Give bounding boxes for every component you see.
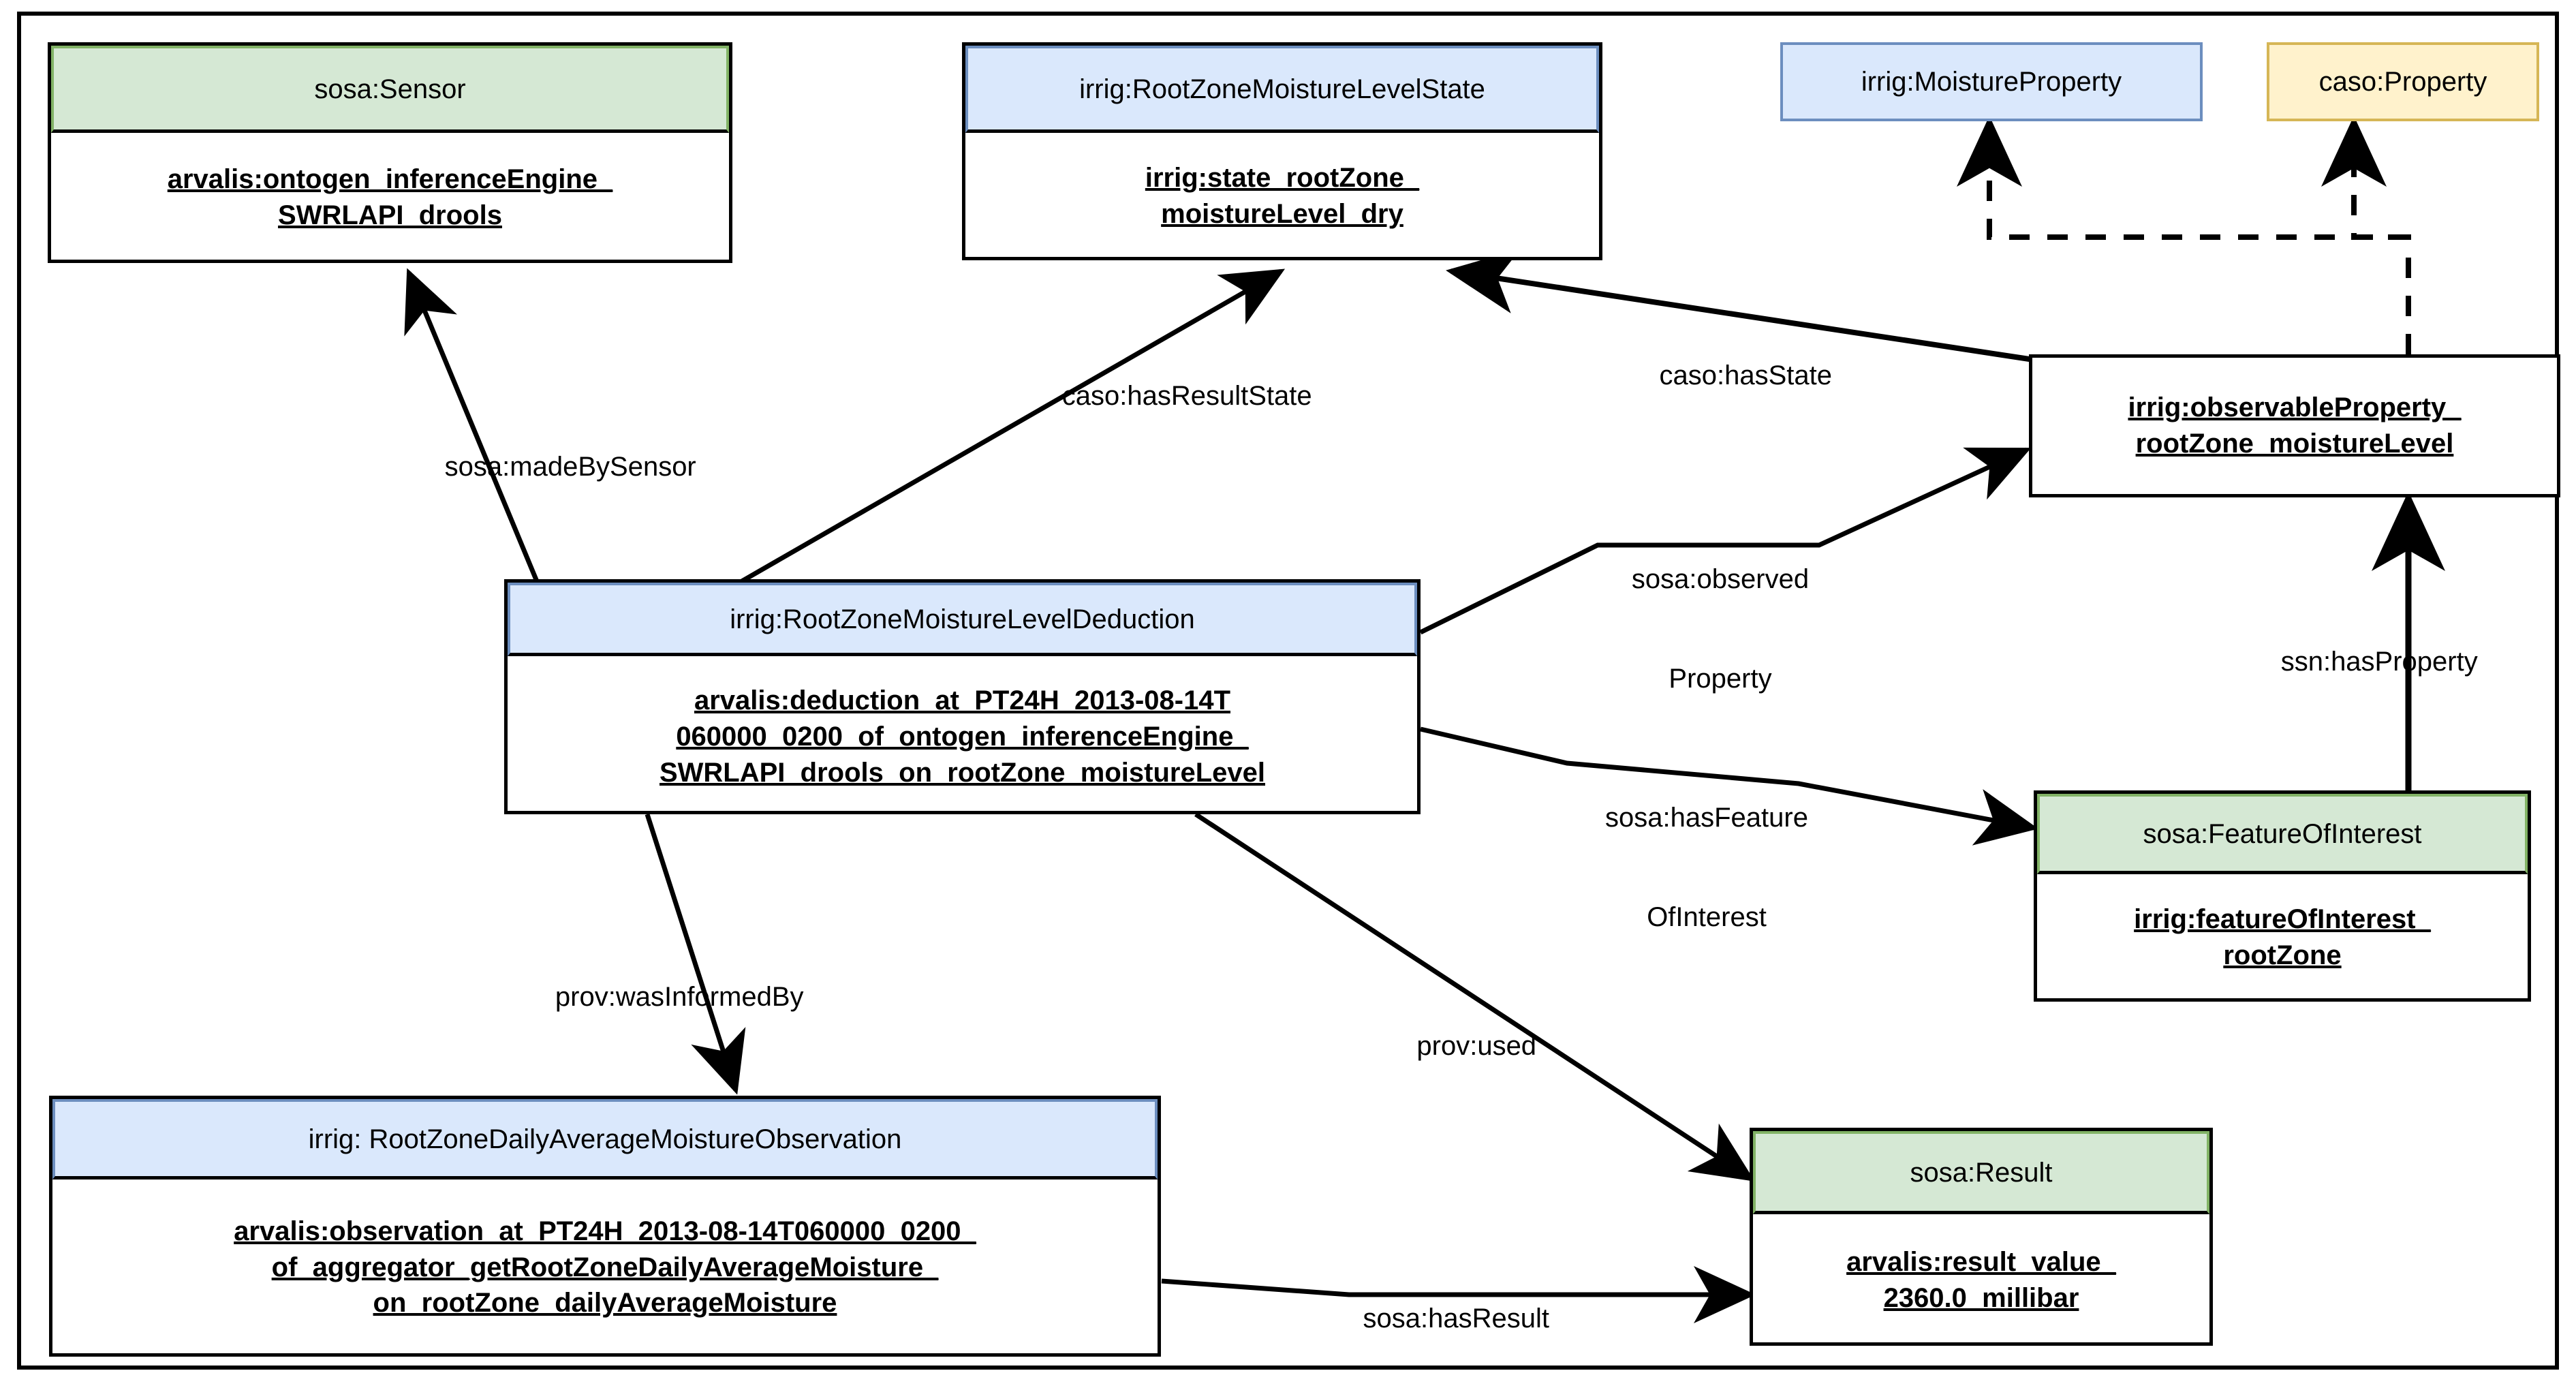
edge-label-has-feature-of-interest-line-2: OfInterest [1647,901,1767,932]
edge-label-has-state: caso:hasState [1587,326,1874,425]
node-sosa-sensor-body: arvalis:ontogen_inferenceEngine_ SWRLAPI… [51,133,729,262]
node-state-body-line-2: moistureLevel_dry [1161,199,1403,229]
node-result-header-label: sosa:Result [1910,1157,2053,1188]
edge-type-moisture-property [1957,116,2411,354]
node-sosa-feature-of-interest[interactable]: sosa:FeatureOfInterest irrig:featureOfIn… [2034,790,2531,1002]
node-feature-of-interest-line-1: irrig:featureOfInterest_ [2134,904,2431,934]
node-observable-property-line-1: irrig:observableProperty_ [2128,392,2462,423]
edge-label-prov-used: prov:used [1359,996,1564,1096]
edge-label-has-feature-of-interest-line-1: sosa:hasFeature [1605,802,1808,833]
node-root-zone-daily-average-moisture-observation[interactable]: irrig: RootZoneDailyAverageMoistureObser… [49,1096,1161,1357]
edge-label-observed-property-line-2: Property [1669,663,1772,694]
edge-label-has-result-text: sosa:hasResult [1363,1303,1549,1333]
edge-label-ssn-has-property: ssn:hasProperty [2218,612,2511,711]
edge-has-result [1161,1266,1756,1323]
node-feature-of-interest-header-label: sosa:FeatureOfInterest [2143,818,2422,849]
edge-has-result-state [734,268,1286,587]
node-root-zone-moisture-level-state-header: irrig:RootZoneMoistureLevelState [965,46,1599,133]
edge-label-has-result-state: caso:hasResultState [981,346,1363,446]
node-deduction-header-label: irrig:RootZoneMoistureLevelDeduction [730,604,1195,634]
edge-label-was-informed-by-text: prov:wasInformedBy [555,981,804,1012]
edge-label-has-state-text: caso:hasState [1659,360,1832,390]
diagram-frame [17,12,2559,1370]
node-root-zone-moisture-level-state[interactable]: irrig:RootZoneMoistureLevelState irrig:s… [962,42,1602,260]
node-state-body-line-1: irrig:state_rootZone_ [1145,163,1420,194]
edge-has-feature-of-interest [1420,726,2038,846]
edge-label-was-informed-by: prov:wasInformedBy [470,947,858,1047]
node-observation-header-label: irrig: RootZoneDailyAverageMoistureObser… [308,1124,902,1154]
node-observation-body-line-1: arvalis:observation_at_PT24H_2013-08-14T… [234,1216,976,1246]
node-feature-of-interest-body: irrig:featureOfInterest_ rootZone [2037,874,2528,1000]
node-caso-property-label: caso:Property [2318,67,2487,97]
node-observable-property[interactable]: irrig:observableProperty_ rootZone_moist… [2029,354,2560,497]
node-observable-property-body: irrig:observableProperty_ rootZone_moist… [2032,358,2557,494]
edge-made-by-sensor [404,268,541,586]
node-feature-of-interest-header: sosa:FeatureOfInterest [2037,794,2528,874]
node-observable-property-line-2: rootZone_moistureLevel [2135,429,2454,459]
node-irrig-moisture-property-header: irrig:MoistureProperty [1780,42,2203,121]
edge-prov-used [1194,812,1755,1182]
node-observation-header: irrig: RootZoneDailyAverageMoistureObser… [52,1099,1158,1179]
edge-label-made-by-sensor: sosa:madeBySensor [358,417,753,516]
node-caso-property[interactable]: caso:Property [2267,42,2539,121]
edge-was-informed-by [645,813,746,1095]
node-sosa-result[interactable]: sosa:Result arvalis:result_value_ 2360.0… [1750,1128,2213,1346]
node-observation-body-line-3: on_rootZone_dailyAverageMoisture [373,1288,837,1318]
edge-label-prov-used-text: prov:used [1416,1030,1537,1061]
node-deduction-body-line-3: SWRLAPI_drools_on_rootZone_moistureLevel [659,757,1266,788]
edge-label-observed-property: sosa:observed Property [1577,496,1863,762]
edge-label-observed-property-line-1: sosa:observed [1631,564,1810,594]
node-root-zone-moisture-level-state-body: irrig:state_rootZone_ moistureLevel_dry [965,133,1599,260]
node-irrig-moisture-property[interactable]: irrig:MoistureProperty [1780,42,2203,121]
edge-label-made-by-sensor-text: sosa:madeBySensor [444,451,696,482]
edge-label-has-feature-of-interest: sosa:hasFeature OfInterest [1560,735,1853,1000]
node-feature-of-interest-line-2: rootZone [2223,940,2342,970]
node-sosa-sensor-header-label: sosa:Sensor [314,74,466,104]
node-result-body-line-1: arvalis:result_value_ [1846,1246,2116,1277]
node-root-zone-moisture-level-deduction[interactable]: irrig:RootZoneMoistureLevelDeduction arv… [504,579,1421,814]
edge-has-state [1446,248,2034,363]
edge-label-has-result: sosa:hasResult [1305,1269,1577,1368]
node-observation-body-line-2: of_aggregator_getRootZoneDailyAverageMoi… [271,1252,939,1282]
node-sosa-sensor-body-line-1: arvalis:ontogen_inferenceEngine_ [167,164,613,195]
node-irrig-moisture-property-label: irrig:MoistureProperty [1861,67,2122,97]
node-root-zone-moisture-level-state-header-label: irrig:RootZoneMoistureLevelState [1079,74,1485,104]
node-deduction-header: irrig:RootZoneMoistureLevelDeduction [508,583,1417,656]
node-result-body: arvalis:result_value_ 2360.0_millibar [1753,1214,2209,1346]
node-sosa-sensor-header: sosa:Sensor [51,46,729,133]
edge-type-caso-property [2321,116,2408,240]
node-sosa-sensor-body-line-2: SWRLAPI_drools [278,200,502,230]
node-deduction-body-line-1: arvalis:deduction_at_PT24H_2013-08-14T [694,685,1231,716]
node-result-header: sosa:Result [1753,1131,2209,1214]
node-sosa-sensor[interactable]: sosa:Sensor arvalis:ontogen_inferenceEng… [48,42,732,263]
edge-label-ssn-has-property-text: ssn:hasProperty [2280,646,2478,677]
node-caso-property-header: caso:Property [2267,42,2539,121]
node-result-body-line-2: 2360.0_millibar [1883,1282,2079,1313]
node-observation-body: arvalis:observation_at_PT24H_2013-08-14T… [52,1179,1158,1355]
node-deduction-body-line-2: 060000_0200_of_ontogen_inferenceEngine_ [676,722,1249,752]
edge-observed-property [1419,447,2032,635]
node-deduction-body: arvalis:deduction_at_PT24H_2013-08-14T 0… [508,656,1417,818]
edge-label-has-result-state-text: caso:hasResultState [1061,380,1312,411]
